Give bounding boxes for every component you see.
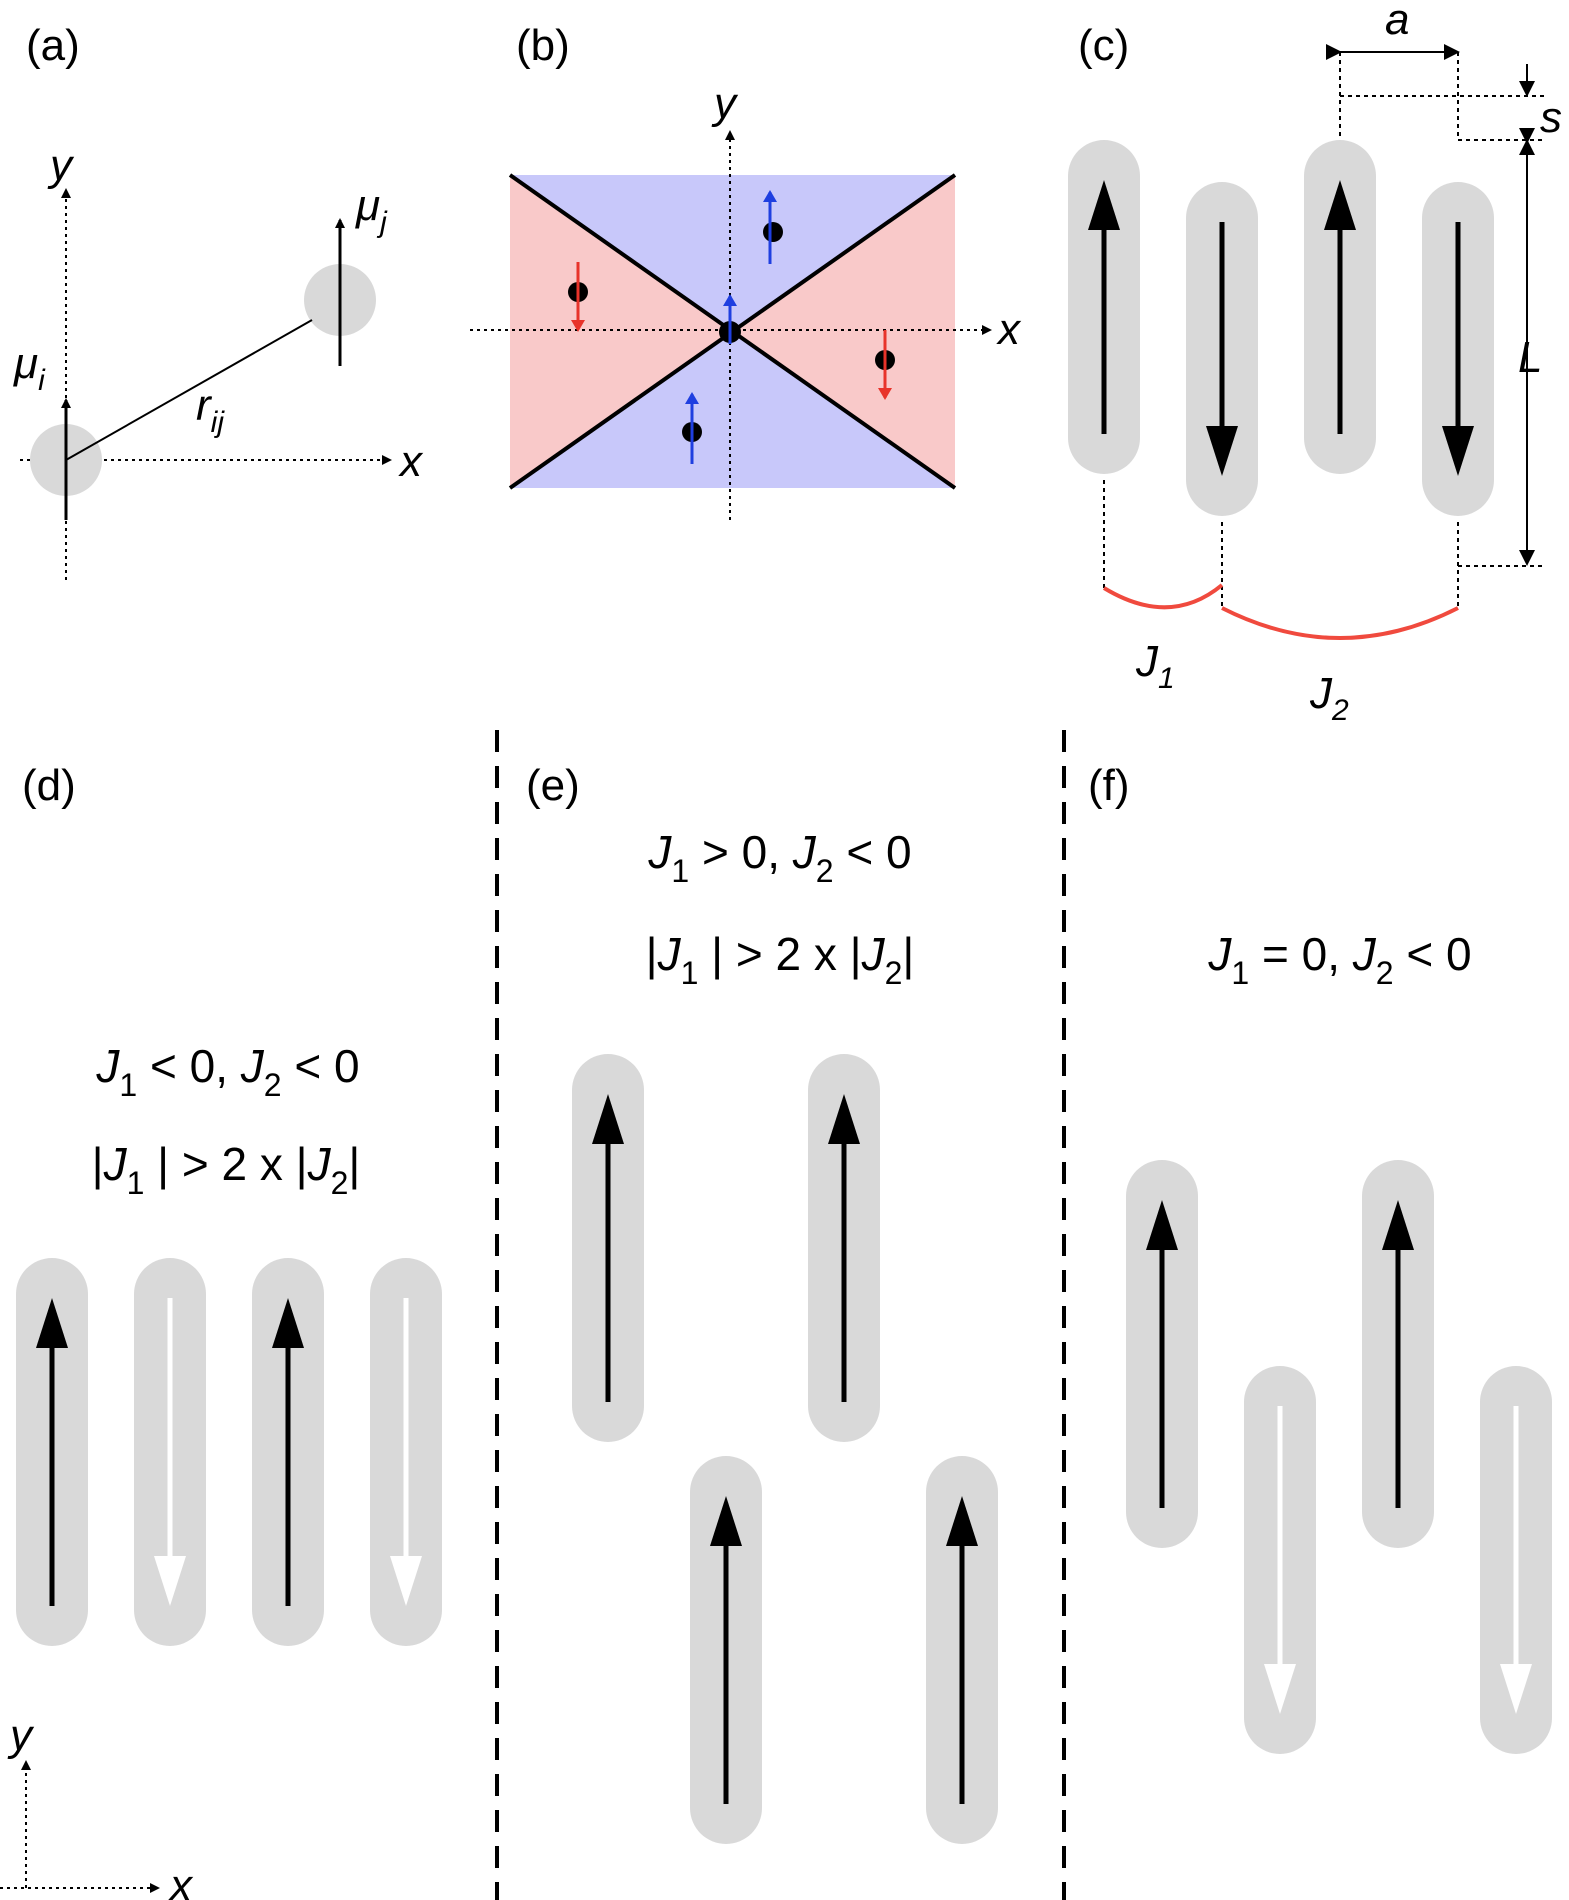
x-axis-label: x — [398, 437, 424, 486]
magnetization-up-arrow-head — [272, 1298, 304, 1348]
panel-d: (d) J1 < 0, J2 < 0 |J1 | > 2 x |J2| y x — [0, 761, 442, 1900]
blue-region-top — [510, 175, 955, 332]
distance-line — [65, 319, 313, 461]
panel-b-label: (b) — [516, 21, 570, 70]
top-dipole — [763, 222, 783, 242]
panel-a-label: (a) — [26, 21, 80, 70]
j2-label: J2 — [1309, 669, 1349, 727]
x-axis-label: x — [996, 305, 1022, 354]
magnetization-up-arrow-head — [946, 1496, 978, 1546]
length-L-label: L — [1518, 333, 1542, 382]
magnetization-up-arrow-head — [1146, 1200, 1178, 1250]
islands-c — [1068, 140, 1494, 516]
magnetization-down-arrow-head — [154, 1556, 186, 1606]
panel-c: (c) a s L J1 J2 — [1068, 0, 1562, 727]
j2-coupling-arc — [1221, 606, 1459, 640]
blue-region-bottom — [510, 332, 955, 488]
j1-coupling-arc — [1102, 583, 1224, 610]
panel-e-condition-2: |J1 | > 2 x |J2| — [646, 928, 915, 991]
islands-d — [16, 1258, 442, 1646]
magnetization-up-arrow-head — [592, 1094, 624, 1144]
y-axis-label: y — [7, 1711, 35, 1760]
panel-f-condition-1: J1 = 0, J2 < 0 — [1207, 928, 1471, 991]
mu-j-label: μj — [355, 181, 388, 239]
panel-f-label: (f) — [1088, 761, 1130, 810]
mu-i-label: μi — [13, 339, 46, 397]
islands-e — [572, 1054, 998, 1844]
panel-b: (b) y x — [470, 21, 1022, 520]
magnetization-up-arrow-head — [828, 1094, 860, 1144]
magnetization-down-arrow-head — [1264, 1664, 1296, 1714]
panel-a: (a) y x μi μj rij — [13, 21, 424, 580]
panel-d-label: (d) — [22, 761, 76, 810]
magnetization-up-arrow-head — [1088, 180, 1120, 230]
islands-f — [1126, 1160, 1552, 1754]
r-ij-label: rij — [196, 381, 225, 439]
magnetization-up-arrow-head — [1324, 180, 1356, 230]
magnetization-down-arrow-head — [1206, 426, 1238, 476]
magnetization-up-arrow-head — [710, 1496, 742, 1546]
offset-s-label: s — [1540, 93, 1562, 142]
panel-e-condition-1: J1 > 0, J2 < 0 — [647, 826, 911, 889]
panel-e: (e) J1 > 0, J2 < 0 |J1 | > 2 x |J2| — [526, 761, 998, 1844]
magnetization-up-arrow-head — [36, 1298, 68, 1348]
panel-c-label: (c) — [1078, 21, 1129, 70]
y-axis-label: y — [47, 141, 75, 190]
magnetization-down-arrow-head — [390, 1556, 422, 1606]
magnetization-down-arrow-head — [1442, 426, 1474, 476]
panel-e-label: (e) — [526, 761, 580, 810]
magnetization-up-arrow-head — [1382, 1200, 1414, 1250]
y-axis-label: y — [711, 79, 739, 128]
j1-label: J1 — [1135, 637, 1175, 695]
panel-d-condition-1: J1 < 0, J2 < 0 — [95, 1040, 359, 1103]
x-axis-label: x — [168, 1861, 194, 1900]
panel-f: (f) J1 = 0, J2 < 0 — [1088, 761, 1552, 1754]
spacing-a-label: a — [1385, 0, 1409, 44]
magnetization-down-arrow-head — [1500, 1664, 1532, 1714]
panel-d-condition-2: |J1 | > 2 x |J2| — [92, 1138, 361, 1201]
